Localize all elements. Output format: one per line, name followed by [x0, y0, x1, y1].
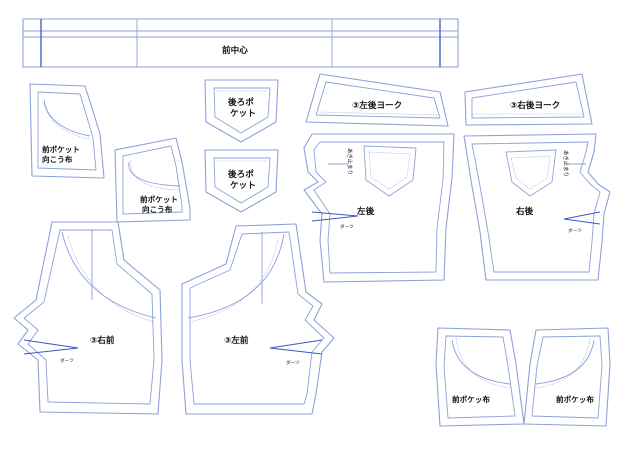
right-back-label: 右後	[516, 205, 534, 217]
dart-label-right-back: ダーツ	[568, 227, 582, 234]
front-center-label: 前中心	[222, 44, 248, 56]
back-pocket-label-2a: 後ろポ	[228, 168, 254, 180]
back-pocket-piece-1: 後ろポ ケット	[204, 79, 279, 143]
right-front-body-piece: ダーツ ③右前	[13, 221, 163, 415]
front-pocket-facing-piece-2: 前ポケット 向こう布	[114, 137, 191, 223]
left-front-body-piece: ダーツ ③左前	[181, 223, 335, 415]
front-pocket-cloth-label-1: 前ポケッ布	[452, 394, 490, 404]
front-pocket-facing-piece-1: 前ポケット 向こう布	[29, 83, 105, 179]
back-pocket-label-1b: ケット	[230, 108, 256, 119]
front-pocket-cloth-piece-2: 前ポケッ布	[523, 327, 611, 427]
right-back-body-piece: あき止まり ダーツ 右後	[463, 133, 611, 281]
back-pocket-label-1a: 後ろポ	[228, 96, 254, 108]
left-back-yoke-label: ③左後ヨーク	[352, 99, 402, 111]
right-back-yoke-label: ③右後ヨーク	[510, 99, 560, 111]
back-pocket-piece-2: 後ろポ ケット	[204, 149, 279, 213]
front-pocket-cloth-piece-1: 前ポケッ布	[435, 327, 525, 427]
dart-label-left-back: ダーツ	[340, 223, 354, 230]
front-pocket-cloth-label-2: 前ポケッ布	[556, 394, 594, 404]
front-pocket-facing-label-1b: 向こう布	[42, 154, 73, 164]
dart-label-right-front: ダーツ	[60, 357, 74, 364]
left-back-label: 左後	[356, 205, 375, 217]
opening-stop-label-left: あき止まり	[346, 148, 354, 175]
dart-label-left-front: ダーツ	[286, 359, 300, 366]
right-back-yoke-piece: ③右後ヨーク	[464, 73, 593, 126]
right-front-label: ③右前	[90, 334, 115, 346]
waistband-piece: 前中心	[22, 18, 459, 68]
back-pocket-label-2b: ケット	[230, 180, 256, 191]
front-pocket-facing-label-2a: 前ポケット	[140, 194, 178, 204]
front-pocket-facing-label-2b: 向こう布	[142, 204, 173, 214]
opening-stop-label-right: あき止まり	[562, 150, 570, 177]
front-pocket-facing-label-1a: 前ポケット	[42, 144, 80, 154]
left-back-yoke-piece: ③左後ヨーク	[305, 73, 449, 127]
left-front-label: ③左前	[224, 334, 249, 346]
left-back-body-piece: あき止まり ダーツ 左後	[303, 133, 455, 283]
